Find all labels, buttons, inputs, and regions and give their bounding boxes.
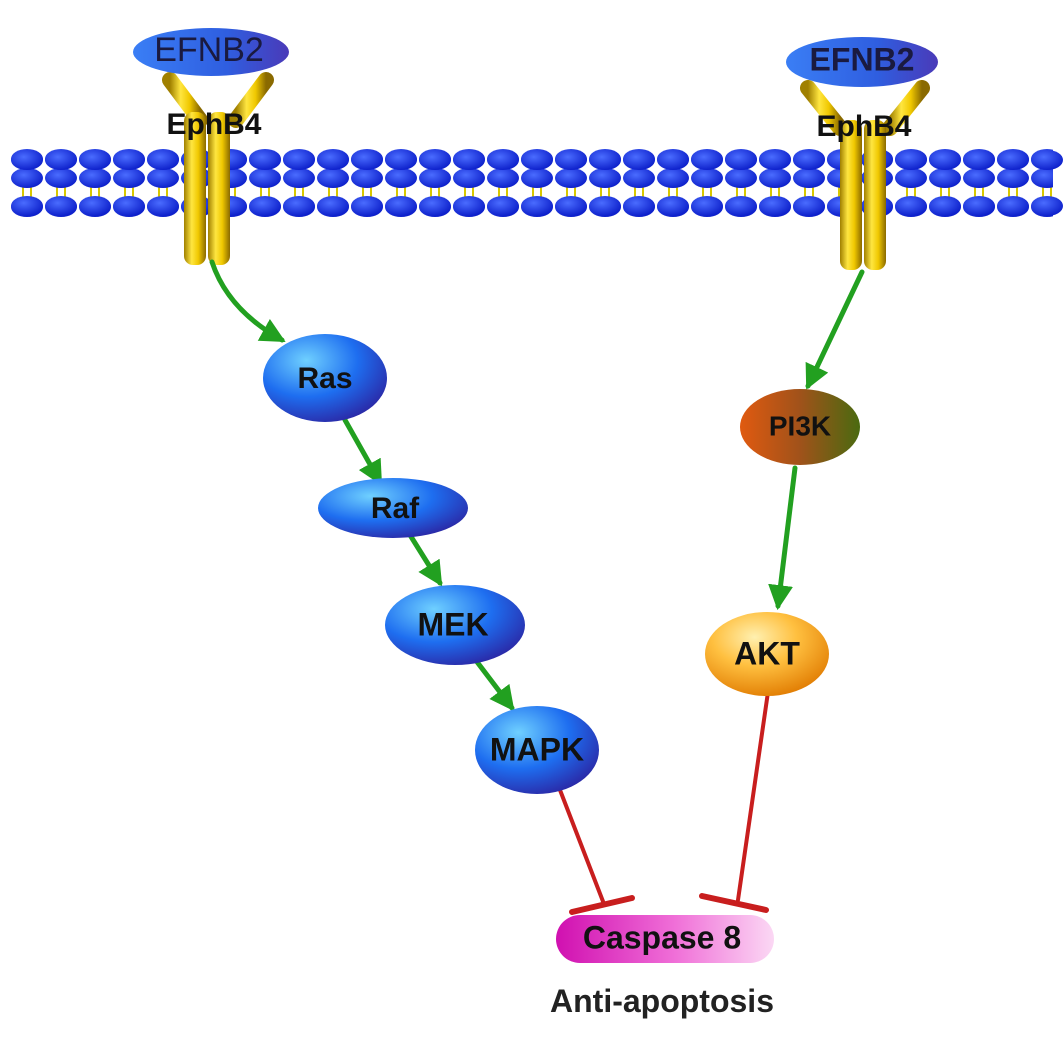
phospholipid-head	[147, 196, 179, 216]
phospholipid-head	[113, 150, 145, 170]
phospholipid-head	[521, 196, 553, 216]
ras-node	[263, 334, 387, 422]
phospholipid-head	[963, 196, 995, 216]
phospholipid-head	[929, 196, 961, 216]
phospholipid-head	[147, 150, 179, 170]
outcome-caption: Anti-apoptosis	[550, 983, 774, 1019]
left-receptor-label: EphB4	[166, 108, 261, 141]
mapk-label: MAPK	[490, 731, 584, 767]
akt-node	[705, 612, 829, 696]
akt-label: AKT	[734, 635, 800, 671]
phospholipid-head	[623, 150, 655, 170]
pi3k-node	[740, 389, 860, 465]
phospholipid-head	[283, 150, 315, 170]
inhibit-akt-caspase8	[736, 690, 770, 902]
phospholipid-head	[487, 150, 519, 170]
phospholipid-head	[385, 150, 417, 170]
phospholipid-head	[997, 196, 1029, 216]
phospholipid-head	[1031, 196, 1063, 216]
phospholipid-head	[317, 196, 349, 216]
phospholipid-head	[997, 150, 1029, 170]
phospholipid-head	[419, 196, 451, 216]
phospholipid-head	[759, 150, 791, 170]
right-efnb2-ligand	[786, 37, 938, 87]
right-ligand-label: EFNB2	[810, 41, 915, 77]
phospholipid-head	[623, 196, 655, 216]
left-efnb2-ligand	[133, 28, 289, 76]
caspase8-label: Caspase 8	[583, 919, 741, 955]
phospholipid-head	[317, 150, 349, 170]
phospholipid-head	[691, 150, 723, 170]
pi3k-pathway: PI3K AKT	[705, 389, 860, 696]
phospholipid-head	[555, 196, 587, 216]
phospholipid-head	[657, 150, 689, 170]
phospholipid-head	[555, 150, 587, 170]
phospholipid-head	[385, 196, 417, 216]
inhibit-akt-caspase8-bar	[699, 893, 769, 913]
right-receptor-label: EphB4	[816, 110, 911, 143]
phospholipid-head	[453, 196, 485, 216]
phospholipid-head	[589, 150, 621, 170]
phospholipid-head	[759, 196, 791, 216]
phospholipid-head	[589, 196, 621, 216]
arrow-pi3k-to-akt	[768, 465, 798, 611]
phospholipid-head	[691, 196, 723, 216]
left-receptor-complex: EFNB2 EphB4	[133, 28, 289, 265]
phospholipid-head	[521, 150, 553, 170]
mek-label: MEK	[417, 606, 488, 642]
mek-node	[385, 585, 525, 665]
phospholipid-head	[963, 150, 995, 170]
inhibition-lines	[558, 690, 770, 915]
cell-membrane	[10, 148, 1063, 218]
phospholipid-head	[487, 196, 519, 216]
right-ephb4-receptor	[800, 80, 930, 270]
phospholipid-head	[351, 150, 383, 170]
phospholipid-head	[453, 150, 485, 170]
phospholipid-head	[249, 196, 281, 216]
arrow-ephb4-to-ras	[209, 259, 286, 343]
right-receptor-complex: EFNB2 EphB4	[786, 37, 938, 270]
inhibit-mapk-caspase8-bar	[569, 895, 635, 915]
raf-node	[318, 478, 468, 538]
phospholipid-head	[351, 196, 383, 216]
phospholipid-head	[11, 196, 43, 216]
phospholipid-head	[11, 150, 43, 170]
phospholipid-head	[419, 150, 451, 170]
ras-label: Ras	[297, 362, 352, 395]
phospholipid-head	[45, 196, 77, 216]
caspase8-node	[556, 915, 774, 963]
phospholipid-head	[725, 150, 757, 170]
phospholipid-head	[895, 196, 927, 216]
left-ligand-label: EFNB2	[154, 31, 264, 69]
phospholipid-head	[657, 196, 689, 216]
caspase8-target: Caspase 8	[556, 915, 774, 963]
phospholipid-head	[79, 196, 111, 216]
phospholipid-head	[45, 150, 77, 170]
arrow-ephb4-to-pi3k	[805, 269, 865, 390]
phospholipid-head	[895, 150, 927, 170]
phospholipid-head	[249, 150, 281, 170]
arrow-ras-to-raf	[342, 417, 383, 486]
phospholipid-head	[793, 150, 825, 170]
inhibit-mapk-caspase8	[558, 788, 606, 906]
phospholipid-head	[283, 196, 315, 216]
pi3k-label: PI3K	[769, 410, 831, 441]
ras-pathway: Ras Raf MEK MAPK	[263, 334, 599, 794]
raf-label: Raf	[371, 492, 420, 525]
phospholipid-head	[79, 150, 111, 170]
phospholipid-head	[1031, 150, 1063, 170]
mapk-node	[475, 706, 599, 794]
phospholipid-head	[793, 196, 825, 216]
phospholipid-head	[725, 196, 757, 216]
left-ephb4-receptor	[162, 72, 274, 265]
phospholipid-head	[113, 196, 145, 216]
phospholipid-head	[929, 150, 961, 170]
arrow-raf-to-mek	[407, 532, 443, 587]
